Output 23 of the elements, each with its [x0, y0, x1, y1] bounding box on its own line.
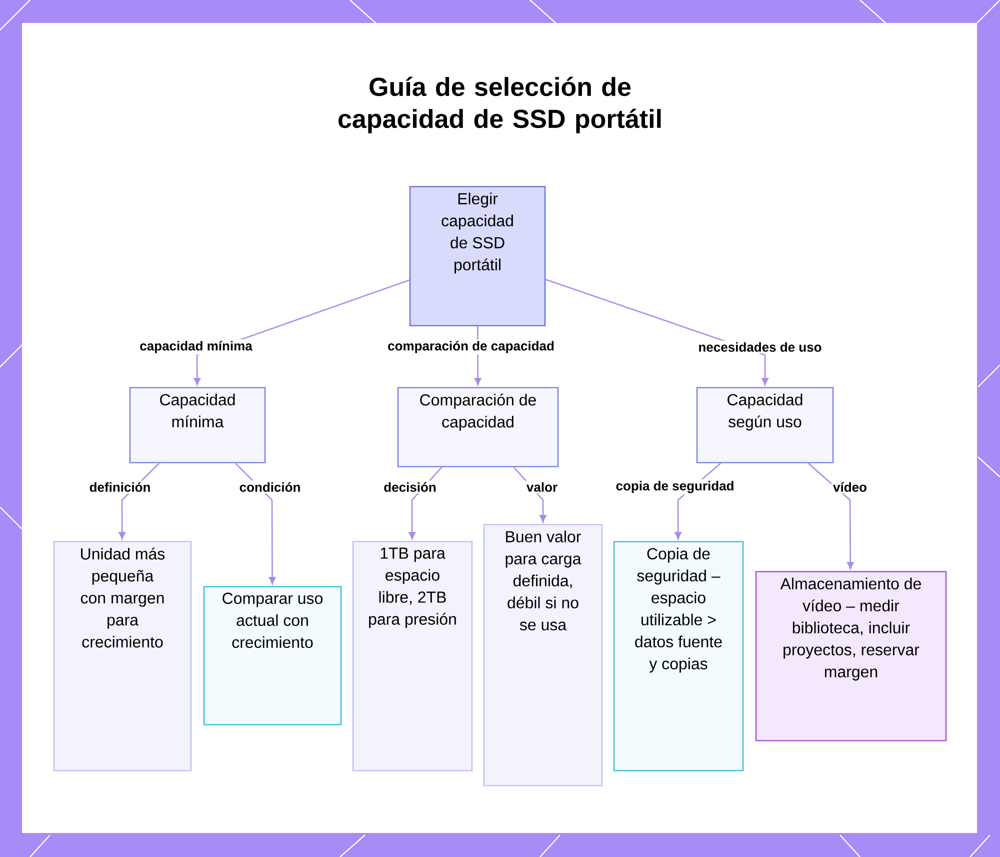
category-box: Capacidad según uso	[696, 387, 834, 464]
leaf-box: Almacenamiento de vídeo – medir biblioteca, incluir proyectos, reservar margen	[755, 571, 947, 742]
connector	[808, 462, 854, 570]
title: Guía de selección de capacidad de SSD portátil	[338, 76, 661, 134]
leaf-box: Comparar uso actual con crecimiento	[203, 586, 342, 726]
leaf-box: Unidad más pequeña con margen para crecimiento	[53, 541, 192, 772]
category-box: Capacidad mínima	[129, 387, 266, 464]
edge-label: valor	[524, 480, 560, 494]
leaf-box: Copia de seguridad – espacio utilizable > datos fuente y copias	[613, 541, 744, 772]
root-box: Elegir capacidad de SSD portátil	[409, 186, 546, 326]
edge-label: vídeo	[832, 480, 868, 494]
edge-label: necesidades de uso	[696, 340, 824, 354]
edge-label: comparación de capacidad	[386, 339, 556, 355]
leaf-box: 1TB para espacio libre, 2TB para presión	[352, 541, 473, 772]
connector	[408, 466, 442, 540]
connector	[235, 462, 276, 584]
edge-label: definición	[88, 480, 152, 494]
category-box: Comparación de capacidad	[397, 387, 559, 468]
edge-label: capacidad mínima	[138, 339, 254, 355]
edge-label: condición	[238, 480, 302, 494]
edge-label: copia de seguridad	[614, 479, 736, 495]
edge-label: decisión	[382, 480, 438, 494]
leaf-box: Buen valor para carga definida, débil si no se usa	[483, 524, 603, 786]
